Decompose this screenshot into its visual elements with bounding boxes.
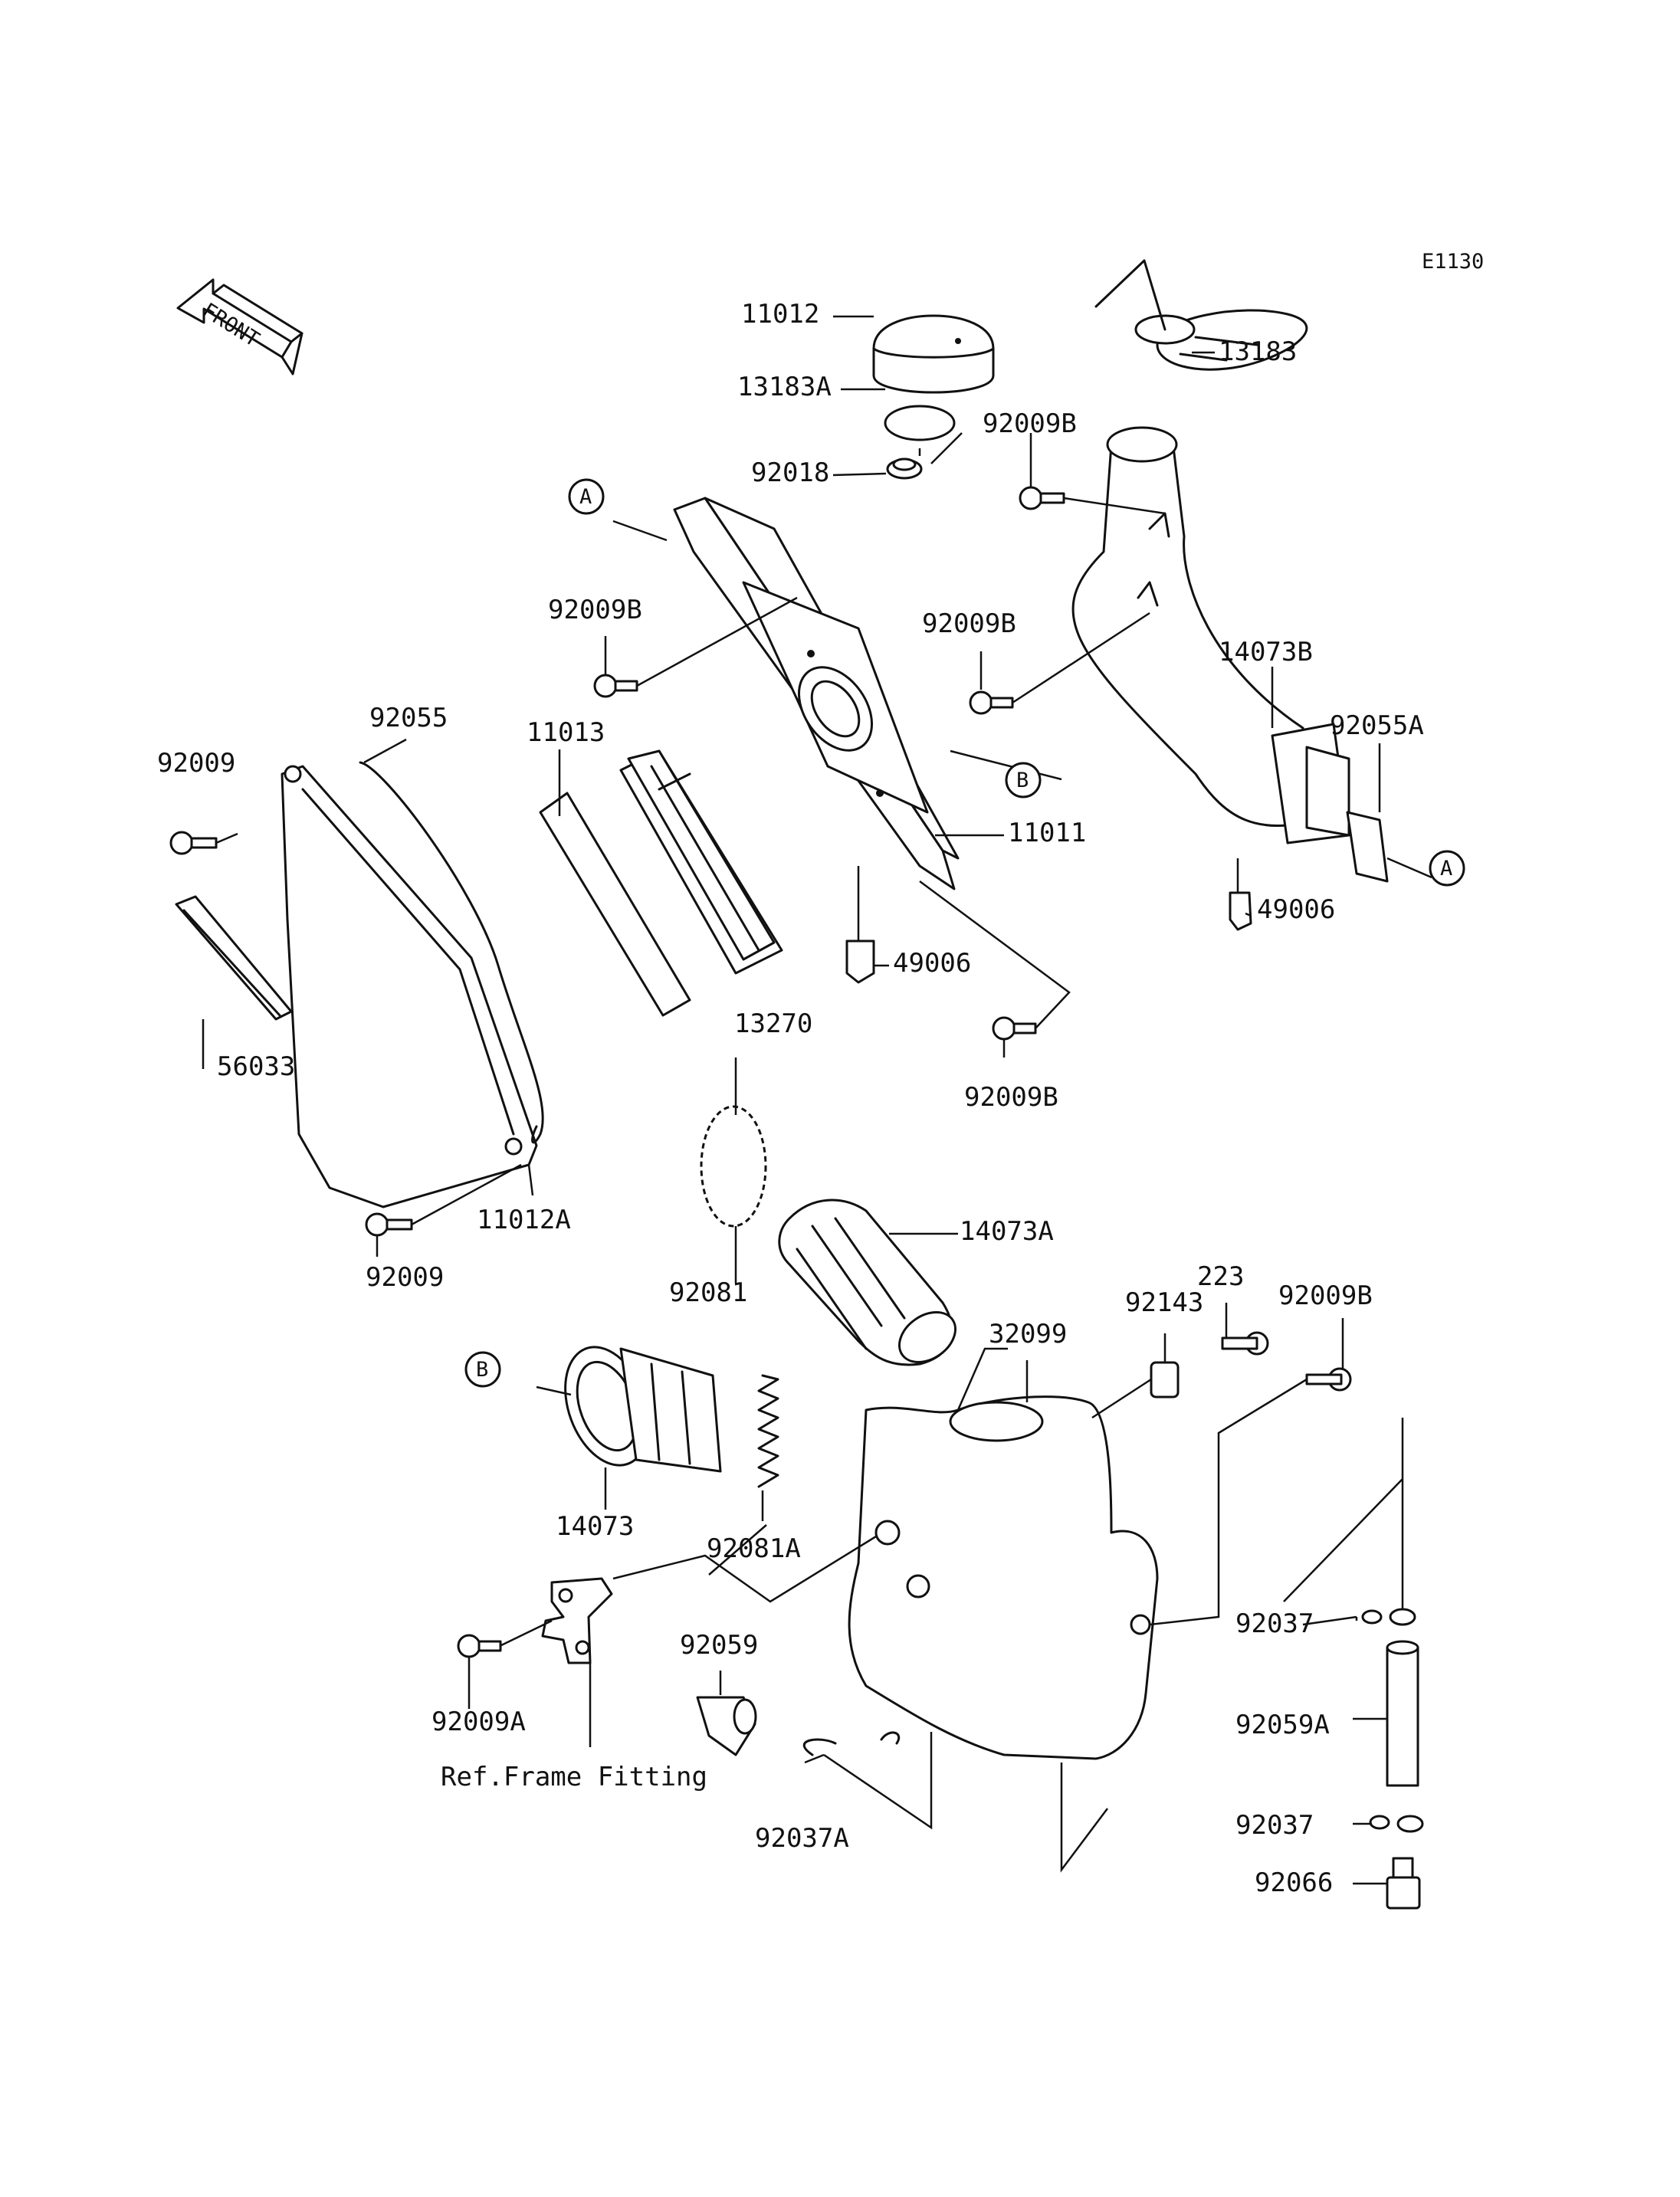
label-92009b-mid: 92009B xyxy=(922,608,1016,639)
hose-92059a xyxy=(1386,1640,1419,1787)
duct-14073b xyxy=(1071,426,1350,844)
label-92055: 92055 xyxy=(369,703,448,733)
bolt-92009b-lower-icon xyxy=(992,1016,1037,1041)
hose-92059 xyxy=(696,1696,757,1756)
collar-92143-icon xyxy=(1150,1361,1180,1399)
bolt-92009-top-icon xyxy=(169,831,218,855)
label-92037-bottom: 92037 xyxy=(1235,1810,1314,1841)
svg-text:B: B xyxy=(476,1358,488,1382)
tank-32099 xyxy=(848,1395,1159,1760)
label-92037a: 92037A xyxy=(755,1823,849,1854)
leader-lines xyxy=(202,315,1432,1885)
label-11012a: 11012A xyxy=(477,1205,571,1235)
side-cover-11012a xyxy=(281,765,538,1208)
label-13270: 13270 xyxy=(734,1008,812,1039)
label-14073: 14073 xyxy=(556,1511,634,1542)
front-arrow-icon: FRONT xyxy=(176,278,304,375)
label-92055a: 92055A xyxy=(1330,710,1424,741)
air-cleaner-case-11011 xyxy=(673,497,960,890)
plate-13183 xyxy=(1094,259,1308,371)
label-223: 223 xyxy=(1197,1261,1244,1292)
duct-14073 xyxy=(564,1346,722,1473)
callout-a-right: A xyxy=(1429,850,1465,887)
callout-a-top: A xyxy=(568,478,605,515)
drain-49006-center-icon xyxy=(845,939,875,984)
bolt-92009-bottom-icon xyxy=(365,1212,413,1237)
label-32099: 32099 xyxy=(989,1319,1067,1349)
bolt-92009b-left-icon xyxy=(593,674,638,698)
label-92009-bottom: 92009 xyxy=(366,1262,444,1293)
label-11011: 11011 xyxy=(1008,818,1086,848)
filter-element-13270 xyxy=(619,749,783,975)
label-49006-right: 49006 xyxy=(1257,894,1335,925)
label-11013: 11013 xyxy=(527,717,605,748)
label-92059: 92059 xyxy=(680,1630,758,1661)
label-92066: 92066 xyxy=(1255,1867,1333,1898)
callout-b-bottom: B xyxy=(464,1351,501,1388)
svg-text:A: A xyxy=(1440,857,1452,880)
clip-92037-bottom-icon xyxy=(1369,1815,1424,1833)
label-11012: 11012 xyxy=(741,299,819,330)
duct-14073a xyxy=(778,1199,956,1366)
gasket-92055a xyxy=(1346,811,1389,883)
label-92009b-lower: 92009B xyxy=(964,1082,1058,1113)
bracket-frame-fitting xyxy=(541,1577,613,1664)
grid-56033 xyxy=(175,895,293,1021)
seal-92055 xyxy=(359,761,544,1144)
screw-223-icon xyxy=(1221,1331,1269,1356)
label-13183a: 13183A xyxy=(737,372,832,402)
clamp-92081 xyxy=(700,1105,767,1228)
label-92037-top: 92037 xyxy=(1235,1608,1314,1639)
label-92018: 92018 xyxy=(751,457,829,488)
clip-92037a xyxy=(802,1731,900,1756)
label-14073b: 14073B xyxy=(1219,637,1313,667)
clip-92037-top-icon xyxy=(1361,1608,1416,1626)
bolt-92009b-top-icon xyxy=(1019,486,1065,510)
spring-92081a xyxy=(757,1374,779,1488)
label-92009a: 92009A xyxy=(431,1707,526,1737)
label-13183: 13183 xyxy=(1219,336,1297,367)
callout-b-top: B xyxy=(1005,762,1042,798)
label-49006-center: 49006 xyxy=(893,948,971,979)
damper-92018 xyxy=(886,457,923,480)
label-14073a: 14073A xyxy=(960,1216,1054,1247)
drain-49006-right-icon xyxy=(1229,891,1252,931)
label-ref-frame-fitting: Ref.Frame Fitting xyxy=(441,1762,707,1792)
bolt-92009a-icon xyxy=(457,1634,502,1658)
label-92059a: 92059A xyxy=(1235,1710,1330,1740)
plug-92066-icon xyxy=(1386,1857,1421,1910)
label-92009b-top: 92009B xyxy=(983,408,1077,439)
svg-text:B: B xyxy=(1016,769,1029,792)
label-92081a: 92081A xyxy=(707,1533,801,1564)
label-92081: 92081 xyxy=(669,1277,747,1308)
plate-13183a xyxy=(884,405,956,441)
label-92009b-right: 92009B xyxy=(1278,1280,1373,1311)
svg-text:A: A xyxy=(579,485,592,509)
label-92009b-left: 92009B xyxy=(548,595,642,625)
sponge-11013 xyxy=(539,792,691,1017)
label-56033: 56033 xyxy=(217,1051,295,1082)
bolt-92009b-mid-icon xyxy=(969,690,1014,715)
bolt-92009b-right-icon xyxy=(1305,1367,1352,1392)
label-92143: 92143 xyxy=(1125,1287,1203,1318)
label-92009-top: 92009 xyxy=(157,748,235,779)
diagram-code: E1130 xyxy=(1422,250,1484,274)
cap-11012 xyxy=(872,314,995,394)
